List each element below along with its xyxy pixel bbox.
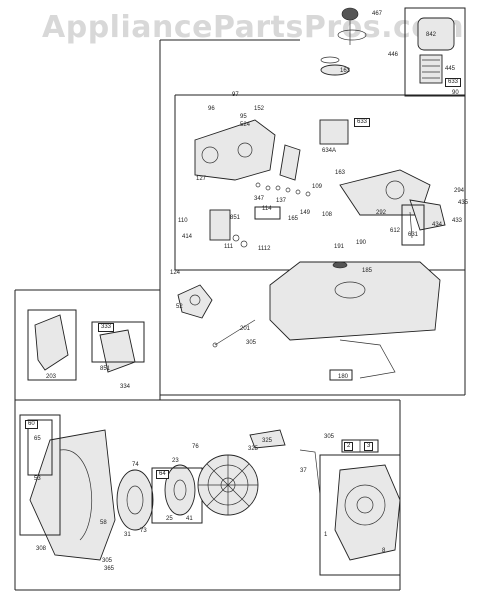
part-label: 634A [322, 148, 337, 154]
part-label: 1 [324, 532, 328, 538]
part-label: 292 [376, 210, 387, 216]
part-label: 851 [230, 215, 241, 221]
part-label: 633 [445, 78, 462, 87]
part-label: 41 [186, 516, 193, 522]
part-label: 8 [382, 548, 386, 554]
part-label: 111 [224, 244, 234, 250]
carburetor [194, 119, 276, 181]
part-label: 190 [356, 240, 367, 246]
part-label: 180 [338, 374, 349, 380]
part-label: 37 [300, 468, 307, 474]
part-label: 434 [432, 222, 443, 228]
part-label: 124 [170, 270, 181, 276]
part-203 [34, 314, 69, 371]
part-label: 90 [452, 90, 459, 96]
part-label: 60 [25, 420, 38, 429]
part-label: 109 [312, 184, 323, 190]
part-label: 163 [340, 68, 351, 74]
part-label: 25 [166, 516, 173, 522]
part-label: 23 [172, 458, 179, 464]
part-label: 433 [452, 218, 463, 224]
part-label: 445 [445, 66, 456, 72]
part-label: 1112 [258, 246, 271, 252]
part-label: 325 [262, 438, 273, 444]
part-label: 435 [458, 200, 469, 206]
part-label: 185 [362, 268, 373, 274]
part-label: 76 [192, 444, 199, 450]
part-label: 333 [98, 323, 115, 332]
part-label: 365 [104, 566, 115, 572]
cap-part [341, 7, 359, 21]
part-label: 152 [254, 106, 265, 112]
part-label: 2 [344, 442, 354, 451]
part-label: 524 [240, 122, 251, 128]
part-label: 446 [388, 52, 399, 58]
part-label: 149 [300, 210, 311, 216]
part-label: 108 [322, 212, 333, 218]
part-label: 191 [334, 244, 345, 250]
part-label: 347 [254, 196, 265, 202]
part-label: 73 [140, 528, 147, 534]
part-label: 96 [208, 106, 215, 112]
part-label: 52 [176, 304, 183, 310]
part-label: 467 [372, 11, 383, 17]
part-label: 842 [426, 32, 437, 38]
part-label: 127 [196, 176, 207, 182]
part-label: 110 [178, 218, 188, 224]
part-label: 414 [182, 234, 193, 240]
part-label: 308 [36, 546, 47, 552]
part-label: 305 [324, 434, 335, 440]
part-label: 31 [124, 532, 131, 538]
part-label: 305 [102, 558, 113, 564]
part-label: 633 [354, 118, 371, 127]
part-label: 612 [390, 228, 401, 234]
part-label: 74 [132, 462, 139, 468]
air-filter-box [404, 7, 466, 97]
part-label: 294 [454, 188, 465, 194]
part-label: 851 [100, 366, 111, 372]
part-label: 114 [262, 206, 272, 212]
part-label: 631 [408, 232, 419, 238]
fuel-tank [269, 261, 441, 341]
gasket [177, 284, 213, 319]
part-label: 3 [364, 442, 374, 451]
governor-assembly [339, 169, 431, 216]
starter-clutch [164, 464, 196, 516]
part-label: 58 [100, 520, 107, 526]
part-label: 334 [120, 384, 131, 390]
part-label: 53 [34, 476, 41, 482]
part-label: 201 [240, 326, 251, 332]
part-label: 95 [240, 114, 247, 120]
watermark: AppliancePartsPros.com [42, 10, 465, 45]
starter-pulley [116, 469, 154, 531]
part-label: 165 [288, 216, 299, 222]
part-label: 65 [34, 436, 41, 442]
filter-element [419, 54, 443, 84]
part-label: 137 [276, 198, 287, 204]
part-label: 97 [232, 92, 239, 98]
choke-part [319, 119, 349, 145]
part-label: 64 [156, 470, 169, 479]
blower-housing [29, 429, 116, 561]
part-label: 203 [46, 374, 57, 380]
part-label: 325 [248, 446, 259, 452]
part-label: 163 [335, 170, 346, 176]
filter-cover [417, 17, 455, 51]
part-label: 305 [246, 340, 257, 346]
